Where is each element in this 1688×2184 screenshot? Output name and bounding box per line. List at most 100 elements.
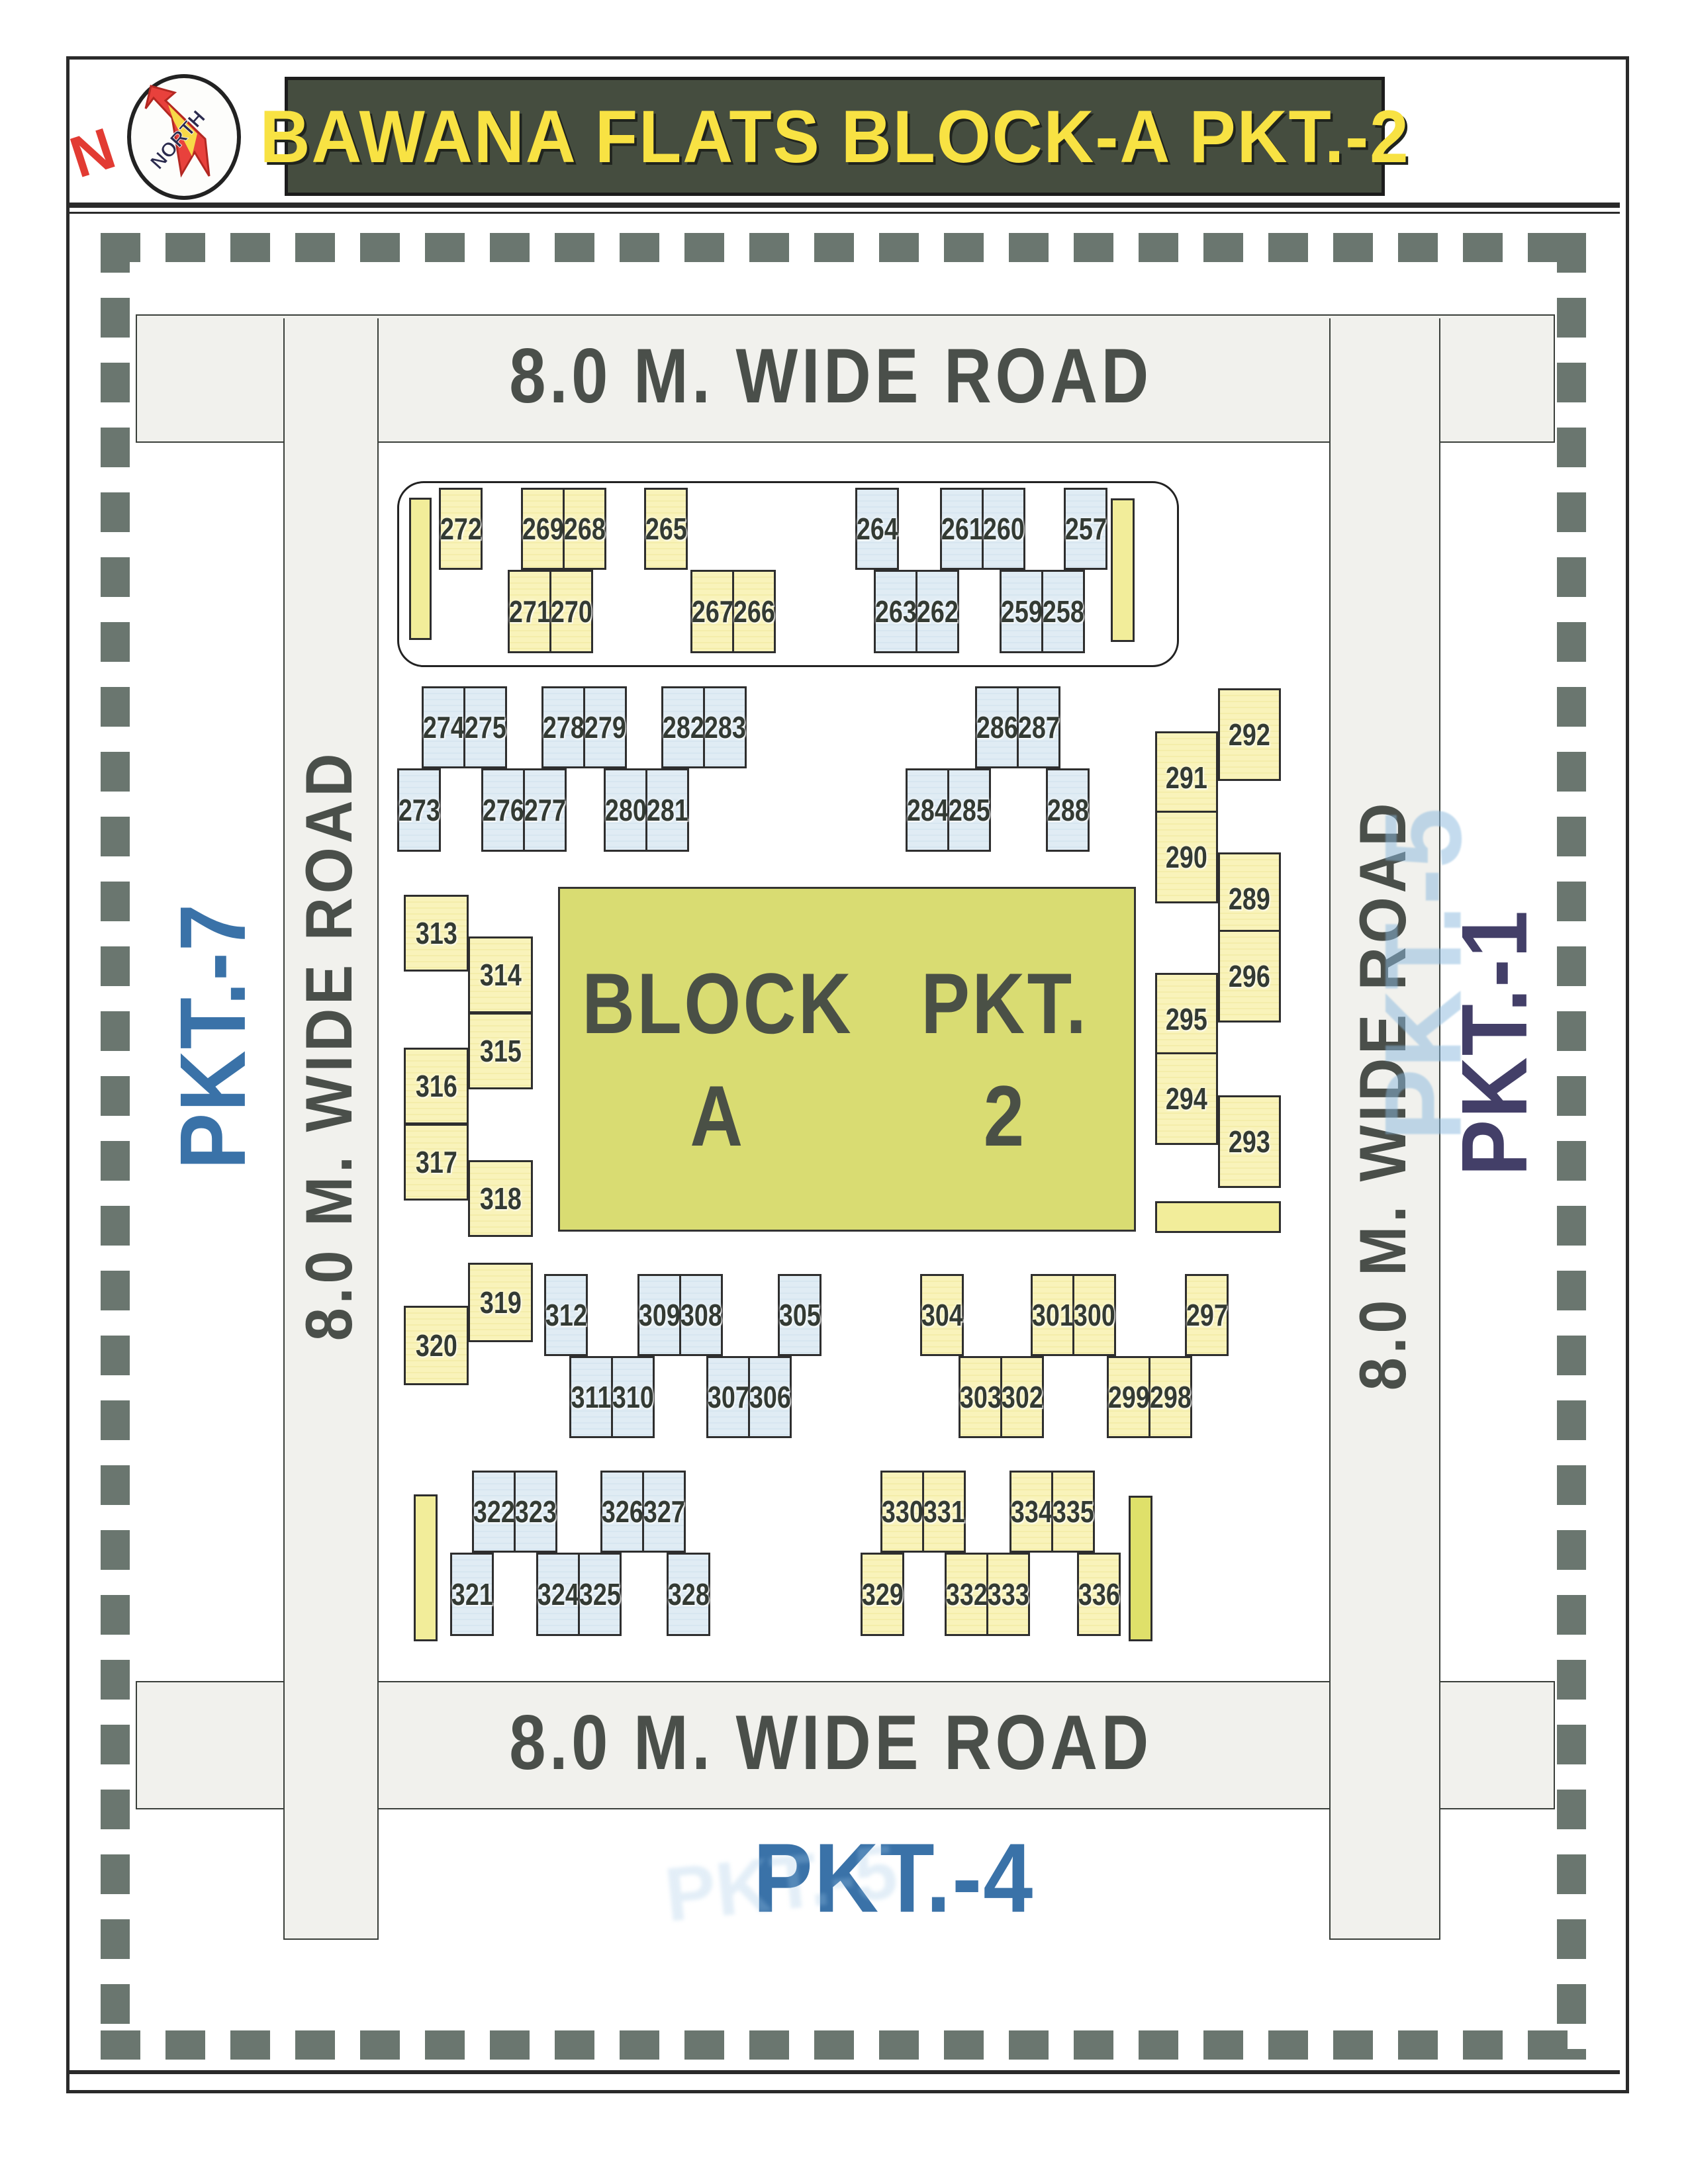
- plot-309: 309: [637, 1274, 681, 1356]
- plot-287: 287: [1017, 686, 1060, 768]
- plot-302: 302: [1000, 1356, 1044, 1438]
- block-pocket-line2: 2: [983, 1067, 1027, 1164]
- plot-306: 306: [748, 1356, 792, 1438]
- plot-332: 332: [945, 1553, 988, 1636]
- plot-317: 317: [404, 1124, 469, 1201]
- top-band-right-strip: [1111, 498, 1135, 642]
- plot-275: 275: [463, 686, 507, 768]
- plot-321: 321: [450, 1553, 494, 1636]
- bottom-band-left-strip: [414, 1494, 438, 1641]
- plot-328: 328: [667, 1553, 710, 1636]
- plot-276: 276: [481, 768, 525, 852]
- plot-264: 264: [855, 488, 899, 570]
- plot-272: 272: [439, 488, 483, 570]
- block-pocket: PKT. 2: [876, 889, 1134, 1230]
- plot-334: 334: [1009, 1471, 1053, 1553]
- plot-320: 320: [404, 1306, 469, 1385]
- north-compass-icon: NORTH: [127, 74, 241, 200]
- plot-316: 316: [404, 1048, 469, 1124]
- plot-267: 267: [690, 570, 734, 653]
- page-title: BAWANA FLATS BLOCK-A PKT.-2: [259, 95, 1410, 178]
- plot-259: 259: [1000, 570, 1043, 653]
- plot-312: 312: [544, 1274, 588, 1356]
- plot-335: 335: [1051, 1471, 1095, 1553]
- plot-274: 274: [422, 686, 465, 768]
- plot-323: 323: [514, 1471, 557, 1553]
- plot-298: 298: [1149, 1356, 1192, 1438]
- block-name-line2: A: [690, 1067, 746, 1164]
- right-column-strip: [1155, 1201, 1281, 1233]
- plot-280: 280: [604, 768, 647, 852]
- plot-289: 289: [1218, 852, 1281, 945]
- plot-293: 293: [1218, 1095, 1281, 1188]
- block-pocket-line1: PKT.: [921, 954, 1089, 1052]
- plot-331: 331: [922, 1471, 966, 1553]
- plot-304: 304: [920, 1274, 964, 1356]
- pocket-label-pkt-4: PKT.-4: [753, 1823, 1035, 1933]
- road-left: [283, 318, 379, 1940]
- plot-281: 281: [645, 768, 689, 852]
- plot-283: 283: [703, 686, 747, 768]
- plot-271: 271: [508, 570, 551, 653]
- dashed-boundary-top: [101, 233, 1586, 262]
- plot-266: 266: [732, 570, 776, 653]
- plot-258: 258: [1041, 570, 1085, 653]
- plot-333: 333: [986, 1553, 1030, 1636]
- plot-261: 261: [940, 488, 984, 570]
- plot-288: 288: [1046, 768, 1090, 852]
- plot-301: 301: [1031, 1274, 1074, 1356]
- plot-327: 327: [642, 1471, 686, 1553]
- plot-322: 322: [472, 1471, 516, 1553]
- plot-336: 336: [1077, 1553, 1121, 1636]
- road-label-bottom: 8.0 M. WIDE ROAD: [509, 1699, 1152, 1786]
- dashed-boundary-left: [101, 233, 130, 2060]
- title-banner: BAWANA FLATS BLOCK-A PKT.-2: [259, 77, 1409, 196]
- plot-270: 270: [549, 570, 593, 653]
- dashed-boundary-bottom: [101, 2030, 1586, 2060]
- page-frame-bottom-line: [69, 2070, 1620, 2074]
- plot-278: 278: [541, 686, 585, 768]
- plot-285: 285: [947, 768, 991, 852]
- plot-257: 257: [1064, 488, 1107, 570]
- plot-311: 311: [569, 1356, 613, 1438]
- plot-292: 292: [1218, 688, 1281, 781]
- plot-279: 279: [583, 686, 627, 768]
- page-frame: [66, 56, 1629, 2093]
- plot-303: 303: [959, 1356, 1002, 1438]
- plot-324: 324: [536, 1553, 580, 1636]
- header-separator-line-2: [69, 212, 1620, 214]
- plot-295: 295: [1155, 973, 1218, 1066]
- plot-330: 330: [880, 1471, 924, 1553]
- plot-326: 326: [600, 1471, 644, 1553]
- plot-305: 305: [778, 1274, 821, 1356]
- plot-269: 269: [521, 488, 565, 570]
- plot-299: 299: [1107, 1356, 1150, 1438]
- plot-329: 329: [861, 1553, 904, 1636]
- plot-291: 291: [1155, 731, 1218, 824]
- plot-325: 325: [578, 1553, 622, 1636]
- top-band-left-strip: [409, 498, 432, 640]
- plot-277: 277: [523, 768, 567, 852]
- plot-319: 319: [468, 1263, 533, 1342]
- plot-262: 262: [915, 570, 959, 653]
- plot-265: 265: [644, 488, 688, 570]
- plot-318: 318: [468, 1160, 533, 1237]
- road-right: [1329, 318, 1440, 1940]
- dashed-boundary-right: [1557, 233, 1586, 2060]
- block-name: BLOCK A: [560, 889, 876, 1230]
- plot-284: 284: [906, 768, 949, 852]
- plot-290: 290: [1155, 811, 1218, 903]
- plot-313: 313: [404, 895, 469, 972]
- plot-314: 314: [468, 936, 533, 1013]
- plot-263: 263: [874, 570, 917, 653]
- plot-294: 294: [1155, 1052, 1218, 1145]
- plot-307: 307: [706, 1356, 750, 1438]
- plot-300: 300: [1072, 1274, 1116, 1356]
- plot-308: 308: [679, 1274, 723, 1356]
- plot-296: 296: [1218, 930, 1281, 1023]
- plot-286: 286: [975, 686, 1019, 768]
- plot-268: 268: [563, 488, 606, 570]
- header-separator-line: [69, 203, 1620, 208]
